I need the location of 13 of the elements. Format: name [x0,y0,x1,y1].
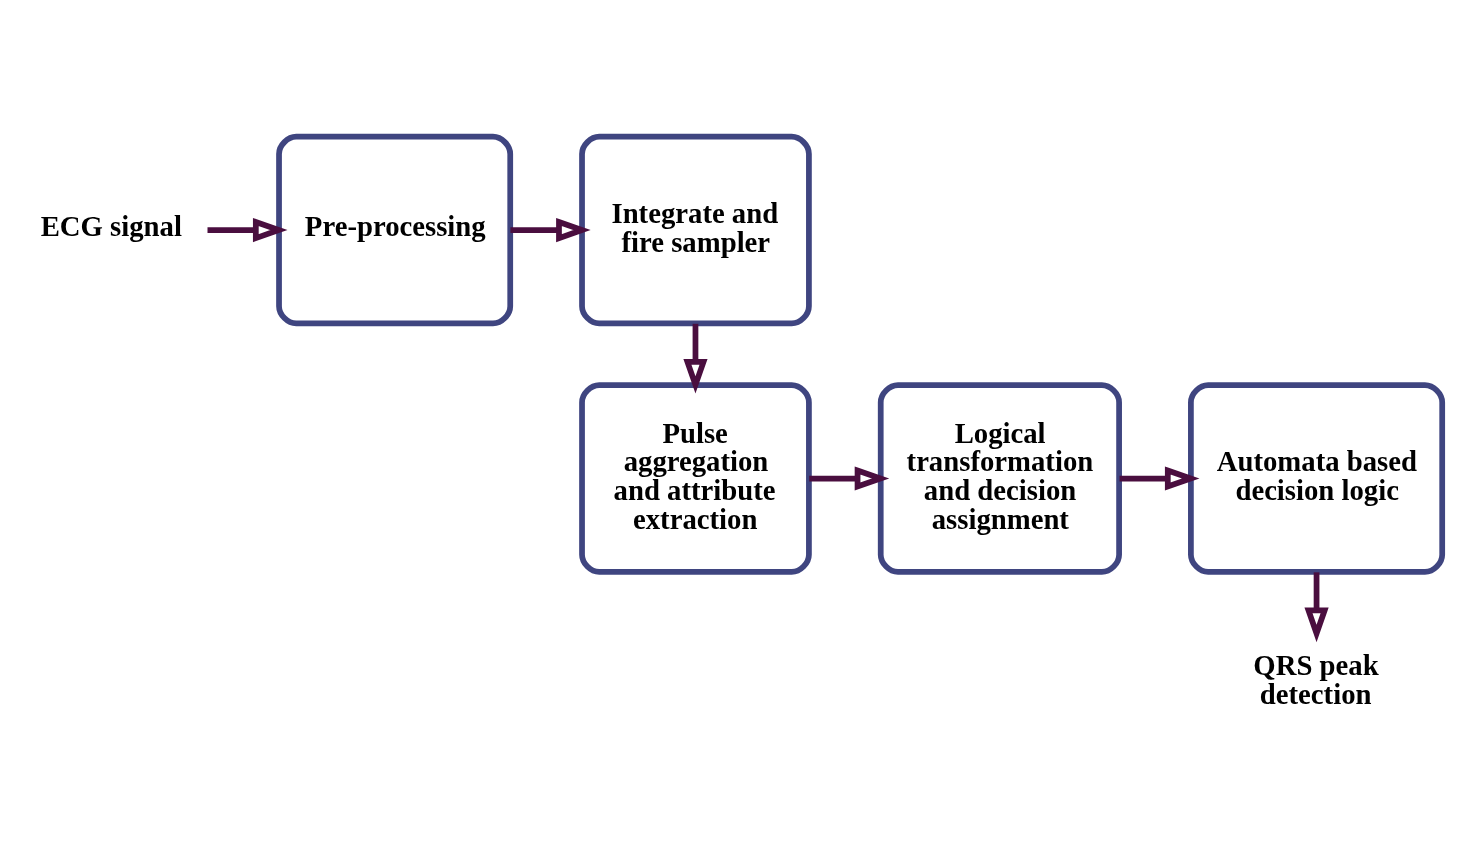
arrow [809,466,890,491]
node-box: Logical transformation and decision assignment [877,382,1122,575]
arrow [207,218,288,243]
arrow [510,218,591,243]
node-text: ECG signal [40,209,182,242]
arrow [683,323,708,394]
node-box: Pre-processing [276,133,514,327]
node-box: Automata based decision logic [1188,382,1446,575]
arrow [1304,572,1329,643]
arrow [1119,466,1200,491]
node-box: Pulse aggregation and attribute extraction [579,382,812,575]
node-text: QRS peak detection [1253,649,1379,710]
node-box: Integrate and fire sampler [579,133,812,327]
